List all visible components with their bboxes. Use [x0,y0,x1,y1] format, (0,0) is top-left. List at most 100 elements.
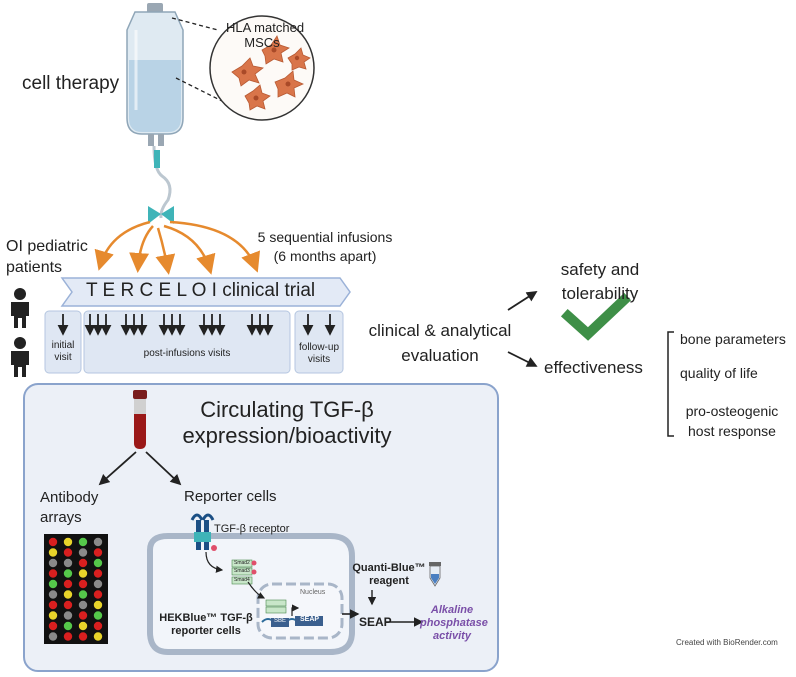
oi-line2: patients [6,259,63,276]
array-spot [48,632,58,641]
check-icon [560,292,632,341]
array-spot [63,579,73,589]
array-spot [93,537,103,547]
infusion-arrows [94,220,260,275]
seap-gene-label: SEAP [300,616,320,623]
array-spot [78,558,88,568]
sbe-label: SBE [274,618,287,624]
array-spot [63,558,73,568]
alk-line2: phosphatase [420,617,488,629]
blood-tube-icon [133,390,147,449]
sequential-infusions-label: 5 sequential infusions (6 months apart) [240,228,410,266]
array-spot [63,621,73,631]
iv-bag-icon [126,3,184,224]
infusions-line1: 5 sequential infusions [257,229,393,245]
proost-line1: pro-osteogenic [685,403,779,419]
safety-line2: tolerability [561,284,639,303]
visit-arrows [57,314,336,336]
alk-line1: Alkaline [430,604,474,616]
array-spot [78,537,88,547]
array-spot [63,537,73,547]
array-spot [48,600,58,610]
array-spot [48,590,58,599]
evaluation-label: clinical & analytical evaluation [350,318,530,368]
array-spot [93,590,103,599]
array-spot [63,590,73,599]
biorender-credit: Created with BioRender.com [676,638,778,647]
safety-label: safety and tolerability [538,258,662,306]
array-spot [78,569,88,578]
alk-line3: activity [433,630,471,642]
patient-icon [11,288,29,377]
array-spot [48,579,58,589]
seap-label: SEAP [359,615,392,629]
trial-banner [60,277,351,307]
nucleus-label: Nucleus [300,589,326,596]
panel-title: Circulating TGF-β expression/bioactivity [162,397,412,449]
eval-line2: evaluation [401,346,479,365]
array-spot [48,569,58,578]
array-spot [78,548,88,557]
followup-line2: visits [307,354,331,365]
array-spot [93,600,103,610]
smad-label-2: Smad3 [234,568,250,574]
array-spot [48,621,58,631]
initial-visit-label: initial visit [45,340,81,364]
array-spot [78,590,88,599]
initial-visit-box [44,310,82,374]
safety-line1: safety and [560,260,640,279]
panel-title-line2: expression/bioactivity [182,423,392,448]
hek-line1: HEKBlue™ TGF-β [159,612,253,624]
hla-line1: HLA matched [226,20,305,35]
bone-parameters-label: bone parameters [680,331,786,347]
hekblue-label: HEKBlue™ TGF-β reporter cells [158,612,254,638]
panel-title-line1: Circulating TGF-β [200,397,374,422]
array-spot [93,621,103,631]
array-spot [93,548,103,557]
tgf-receptor-icon [190,513,217,551]
array-spot [78,611,88,620]
oi-patients-label: OI pediatric patients [6,236,88,278]
array-spot [48,548,58,557]
antibody-line1: Antibody [40,489,99,506]
trial-title: T E R C E L O I clinical trial [86,280,316,301]
hek-line2: reporter cells [171,625,241,637]
array-spot [93,632,103,641]
array-spot [93,569,103,578]
array-spot [63,569,73,578]
array-spot [63,600,73,610]
tgf-panel [23,383,499,672]
initial-line1: initial [51,340,75,351]
proost-line2: host response [688,423,776,439]
eval-line1: clinical & analytical [368,321,512,340]
hla-msc-label: HLA matched MSCs [226,20,305,50]
oi-line1: OI pediatric [6,238,88,255]
reagent-tube-icon [429,562,441,587]
infusions-line2: (6 months apart) [273,248,377,264]
initial-line2: visit [54,352,72,363]
quanti-line2: reagent [369,575,409,587]
array-spot [63,548,73,557]
antibody-line2: arrays [40,509,82,526]
array-spot [48,611,58,620]
quality-of-life-label: quality of life [680,365,758,381]
array-spot [78,600,88,610]
smad-label-3: Smad4 [234,577,250,583]
hla-line2: MSCs [244,35,280,50]
array-spot [48,537,58,547]
array-spot [48,558,58,568]
antibody-array-dots [48,537,103,641]
antibody-arrays-label: Antibody arrays [40,488,98,528]
pro-osteogenic-label: pro-osteogenic host response [676,401,788,441]
reporter-cells-label: Reporter cells [184,488,277,505]
array-spot [93,558,103,568]
array-spot [63,611,73,620]
quanti-blue-label: Quanti-Blue™ reagent [352,562,426,588]
alkaline-phosphatase-label: Alkaline phosphatase activity [420,604,488,643]
array-spot [78,632,88,641]
quanti-line1: Quanti-Blue™ [352,562,426,574]
cell-therapy-label: cell therapy [22,73,120,94]
msc-cells-icon [209,15,315,121]
